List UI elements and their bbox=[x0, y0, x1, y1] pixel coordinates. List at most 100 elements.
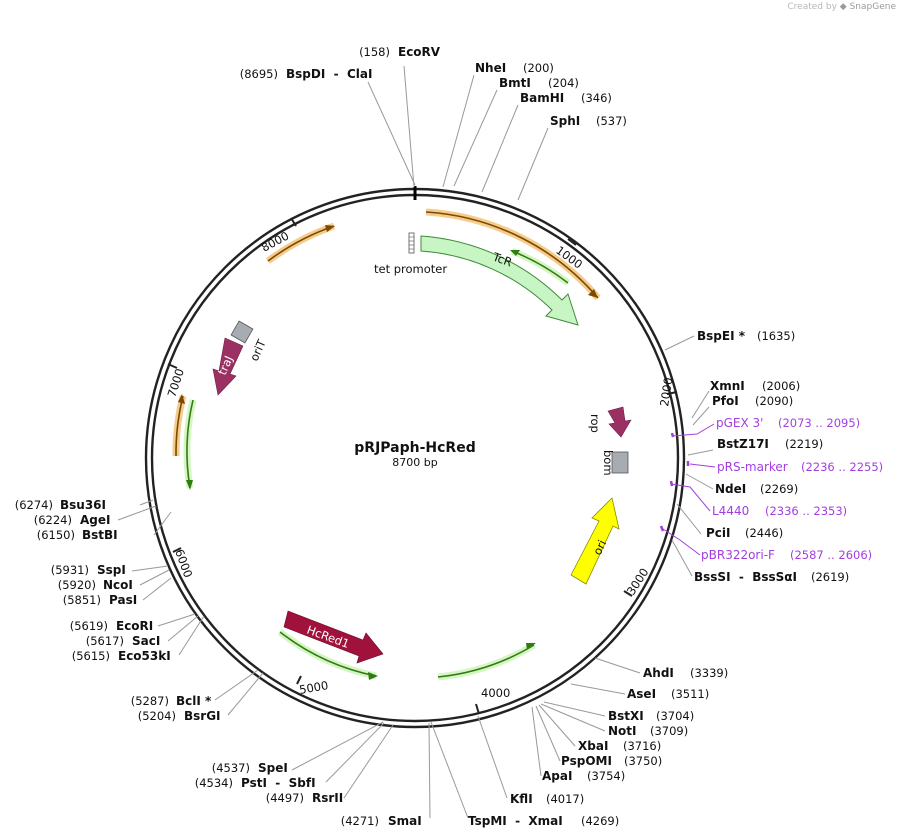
enzyme-smai[interactable]: SmaI bbox=[388, 814, 422, 828]
enzyme-rsrii-pos: (4497) bbox=[266, 791, 304, 805]
feature-hcred1[interactable]: HcRed1 bbox=[283, 610, 384, 664]
enzyme-ecorv-name[interactable]: EcoRV bbox=[398, 45, 441, 59]
enzyme-nhei-pos: (200) bbox=[523, 61, 554, 75]
feature-label-ori: ori bbox=[590, 538, 609, 558]
enzyme-bstz17i[interactable]: BstZ17I bbox=[717, 437, 769, 451]
enzyme-sphi-pos: (537) bbox=[596, 114, 627, 128]
enzyme-ahdi[interactable]: AhdI bbox=[643, 666, 674, 680]
enzyme-tspmi-xmai[interactable]: TspMI - XmaI bbox=[468, 814, 563, 828]
enzyme-leaders bbox=[117, 65, 714, 819]
feature-bom[interactable]: bom bbox=[601, 450, 629, 476]
orf-arcs bbox=[172, 208, 601, 681]
enzyme-bsssi-bsssai[interactable]: BssSI - BssSαI bbox=[694, 570, 797, 584]
enzyme-rsrii[interactable]: RsrII bbox=[312, 791, 343, 805]
credit-prefix: Created by bbox=[787, 2, 837, 12]
tick-7000: 7000 bbox=[165, 367, 187, 399]
enzyme-agei[interactable]: AgeI bbox=[80, 513, 110, 527]
enzyme-bspei-pos: (1635) bbox=[757, 329, 795, 343]
credit-brand: SnapGene bbox=[849, 2, 896, 12]
map-length: 8700 bp bbox=[392, 456, 437, 469]
enzyme-bsu36i[interactable]: Bsu36I bbox=[60, 498, 106, 512]
enzyme-ncoi-pos: (5920) bbox=[58, 578, 96, 592]
tick-4000: 4000 bbox=[481, 686, 510, 700]
enzyme-tspmi-pos: (4269) bbox=[581, 814, 619, 828]
tick-5000: 5000 bbox=[298, 678, 329, 697]
primer-prs-marker-range: (2236 .. 2255) bbox=[801, 460, 883, 474]
enzyme-ahdi-pos: (3339) bbox=[690, 666, 728, 680]
enzyme-pfoi-pos: (2090) bbox=[755, 394, 793, 408]
enzyme-pspomi-pos: (3750) bbox=[624, 754, 662, 768]
feature-tet-promoter[interactable]: tet promoter bbox=[374, 232, 447, 276]
enzyme-saci[interactable]: SacI bbox=[132, 634, 160, 648]
enzyme-xmni-pos: (2006) bbox=[762, 379, 800, 393]
enzyme-noti[interactable]: NotI bbox=[608, 724, 637, 738]
enzyme-sspi-pos: (5931) bbox=[51, 563, 89, 577]
enzyme-bstbi-pos: (6150) bbox=[37, 528, 75, 542]
enzyme-kfli[interactable]: KflI bbox=[510, 792, 533, 806]
enzyme-nhei[interactable]: NheI bbox=[475, 61, 506, 75]
primer-l4440[interactable]: L4440 bbox=[712, 504, 749, 518]
primer-prs-marker[interactable]: pRS-marker bbox=[717, 460, 788, 474]
enzyme-spei-pos: (4537) bbox=[212, 761, 250, 775]
primer-pgex3[interactable]: pGEX 3' bbox=[716, 416, 763, 430]
enzyme-bstxi[interactable]: BstXI bbox=[608, 709, 644, 723]
enzyme-bmti[interactable]: BmtI bbox=[499, 76, 531, 90]
enzyme-kfli-pos: (4017) bbox=[546, 792, 584, 806]
enzyme-xbai-pos: (3716) bbox=[623, 739, 661, 753]
enzyme-psti-sbfi-pos: (4534) bbox=[195, 776, 233, 790]
enzyme-bsssi-pos: (2619) bbox=[811, 570, 849, 584]
tick-2000: 2000 bbox=[657, 376, 675, 407]
enzyme-ecori-pos: (5619) bbox=[70, 619, 108, 633]
enzyme-pcii[interactable]: PciI bbox=[706, 526, 731, 540]
enzyme-pcii-pos: (2446) bbox=[745, 526, 783, 540]
feature-label-tcr: TcR bbox=[490, 249, 514, 269]
enzyme-spei[interactable]: SpeI bbox=[258, 761, 288, 775]
enzyme-bstbi[interactable]: BstBI bbox=[82, 528, 118, 542]
enzyme-ecorv[interactable]: (158) bbox=[359, 45, 390, 59]
enzyme-ecori[interactable]: EcoRI bbox=[116, 619, 153, 633]
snapgene-logo-icon: ◆ bbox=[839, 2, 847, 12]
primer-leaders bbox=[662, 423, 716, 556]
primer-l4440-range: (2336 .. 2353) bbox=[765, 504, 847, 518]
enzyme-bspdi-clai[interactable]: BspDI - ClaI bbox=[286, 67, 372, 81]
enzyme-sphi[interactable]: SphI bbox=[550, 114, 580, 128]
feature-trai[interactable]: traJ bbox=[212, 337, 244, 396]
tick-6000: 6000 bbox=[172, 547, 195, 579]
enzyme-apai[interactable]: ApaI bbox=[542, 769, 572, 783]
feature-label-rop: rop bbox=[588, 414, 602, 433]
enzyme-bstxi-pos: (3704) bbox=[656, 709, 694, 723]
enzyme-ndei[interactable]: NdeI bbox=[715, 482, 746, 496]
enzyme-eco53ki-pos: (5615) bbox=[72, 649, 110, 663]
enzyme-bamhi[interactable]: BamHI bbox=[520, 91, 564, 105]
feature-label-orit: oriT bbox=[247, 337, 269, 364]
feature-ori[interactable]: ori bbox=[570, 497, 620, 585]
enzyme-sspi[interactable]: SspI bbox=[97, 563, 126, 577]
primer-pgex3-range: (2073 .. 2095) bbox=[778, 416, 860, 430]
enzyme-bmti-pos: (204) bbox=[548, 76, 579, 90]
enzyme-bcli[interactable]: BclI * bbox=[176, 694, 212, 708]
enzyme-agei-pos: (6224) bbox=[34, 513, 72, 527]
enzyme-psti-sbfi[interactable]: PstI - SbfI bbox=[241, 776, 316, 790]
enzyme-asei-pos: (3511) bbox=[671, 687, 709, 701]
enzyme-eco53ki[interactable]: Eco53kI bbox=[118, 649, 171, 663]
enzyme-apai-pos: (3754) bbox=[587, 769, 625, 783]
enzyme-bcli-pos: (5287) bbox=[131, 694, 169, 708]
enzyme-asei[interactable]: AseI bbox=[627, 687, 656, 701]
primer-marks bbox=[659, 432, 690, 532]
enzyme-xmni[interactable]: XmnI bbox=[710, 379, 745, 393]
snapgene-credit: Created by ◆ SnapGene bbox=[787, 2, 896, 12]
enzyme-ncoi[interactable]: NcoI bbox=[103, 578, 133, 592]
enzyme-bspei[interactable]: BspEI * bbox=[697, 329, 746, 343]
enzyme-pspomi[interactable]: PspOMI bbox=[561, 754, 612, 768]
feature-rop[interactable]: rop bbox=[588, 406, 632, 438]
enzyme-pasi[interactable]: PasI bbox=[109, 593, 137, 607]
enzyme-bsrgi-pos: (5204) bbox=[138, 709, 176, 723]
enzyme-pfoi[interactable]: PfoI bbox=[712, 394, 739, 408]
enzyme-noti-pos: (3709) bbox=[650, 724, 688, 738]
enzyme-bstz17i-pos: (2219) bbox=[785, 437, 823, 451]
feature-tcr[interactable]: TcR bbox=[420, 235, 579, 326]
feature-label-tet-promoter: tet promoter bbox=[374, 262, 447, 276]
primer-pbr322ori-f[interactable]: pBR322ori-F bbox=[701, 548, 775, 562]
enzyme-xbai[interactable]: XbaI bbox=[578, 739, 608, 753]
enzyme-bsrgi[interactable]: BsrGI bbox=[184, 709, 221, 723]
